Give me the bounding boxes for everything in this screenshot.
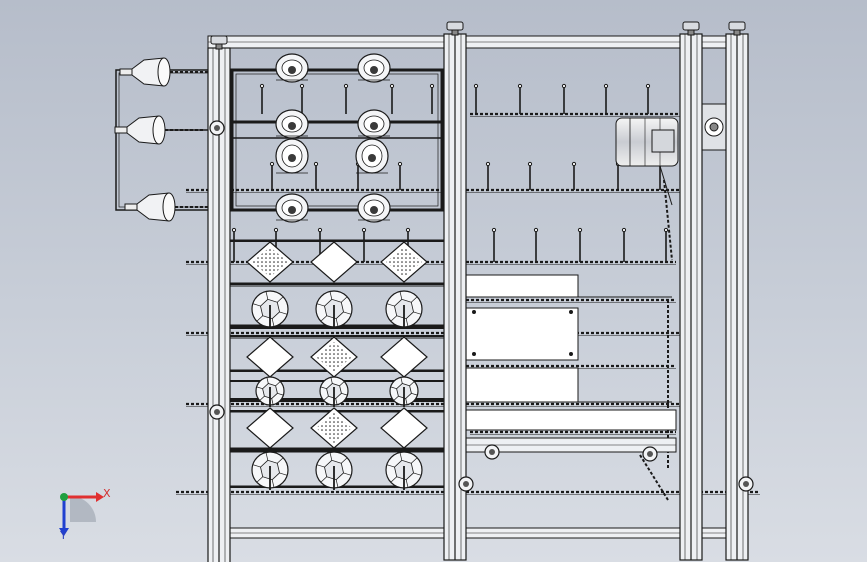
faceted-ball bbox=[251, 451, 289, 490]
diamond-panel bbox=[246, 407, 294, 449]
hook bbox=[473, 83, 479, 114]
faceted-ball bbox=[389, 376, 419, 407]
hook bbox=[615, 161, 621, 190]
faceted-ball bbox=[251, 290, 289, 329]
shelf-bar bbox=[230, 448, 444, 452]
diamond-panel bbox=[310, 336, 358, 378]
hook bbox=[485, 161, 491, 190]
hook bbox=[429, 83, 435, 114]
hook bbox=[343, 83, 349, 114]
bottom-right-conveyor bbox=[465, 437, 677, 453]
filter-disc bbox=[357, 193, 391, 223]
upright-post bbox=[725, 21, 749, 561]
hook bbox=[621, 227, 627, 262]
filter-discs bbox=[275, 53, 391, 223]
chain-segment bbox=[663, 179, 673, 261]
y-axis-label: Y bbox=[60, 529, 67, 542]
hook bbox=[561, 83, 567, 114]
hook bbox=[397, 161, 403, 190]
hook bbox=[491, 227, 497, 262]
hook bbox=[517, 83, 523, 114]
hook bbox=[571, 161, 577, 190]
hook bbox=[389, 83, 395, 114]
upper-inner-frame bbox=[230, 68, 444, 212]
lamp-housings bbox=[114, 57, 213, 222]
faceted-ball bbox=[319, 376, 349, 407]
faceted-ball bbox=[385, 451, 423, 490]
hook bbox=[533, 227, 539, 262]
hook bbox=[603, 83, 609, 114]
top-rail bbox=[207, 35, 749, 49]
faceted-ball bbox=[255, 376, 285, 407]
faceted-balls bbox=[251, 290, 423, 490]
pulley bbox=[738, 476, 754, 492]
lamp-housing bbox=[124, 192, 213, 222]
chain-row bbox=[176, 490, 680, 495]
upright-post bbox=[207, 35, 231, 562]
filter-disc bbox=[357, 53, 391, 83]
pulley bbox=[642, 446, 658, 462]
chain-row bbox=[466, 298, 676, 303]
diamond-panels bbox=[246, 241, 428, 449]
x-axis-label: X bbox=[103, 487, 111, 500]
lamp-housing bbox=[119, 57, 208, 87]
filter-disc bbox=[355, 138, 389, 174]
hook bbox=[527, 161, 533, 190]
diamond-panel bbox=[310, 407, 358, 449]
shelf-bar bbox=[230, 240, 444, 242]
lamp-housing bbox=[114, 115, 203, 145]
diamond-panel bbox=[380, 241, 428, 283]
chain-row bbox=[186, 402, 680, 407]
pulley bbox=[484, 444, 500, 460]
pulleys bbox=[209, 120, 754, 492]
axis-triad bbox=[59, 492, 104, 536]
chain-row bbox=[470, 260, 676, 265]
chain-row bbox=[470, 430, 676, 435]
hook bbox=[259, 83, 265, 114]
bottom-rail bbox=[207, 527, 749, 539]
chain-row bbox=[186, 188, 680, 193]
hook bbox=[577, 227, 583, 262]
faceted-ball bbox=[315, 290, 353, 329]
upright-post bbox=[443, 21, 467, 561]
diamond-panel bbox=[310, 241, 358, 283]
hook bbox=[299, 83, 305, 114]
hook bbox=[361, 227, 367, 262]
chain-row bbox=[470, 112, 680, 117]
pulley bbox=[209, 120, 225, 136]
pulley bbox=[458, 476, 474, 492]
hook bbox=[313, 161, 319, 190]
filter-disc bbox=[275, 193, 309, 223]
chain-segment bbox=[639, 454, 669, 501]
right-panels bbox=[465, 274, 677, 431]
diamond-panel bbox=[380, 407, 428, 449]
hook bbox=[231, 227, 237, 262]
faceted-ball bbox=[315, 451, 353, 490]
hook bbox=[269, 161, 275, 190]
hook bbox=[663, 227, 669, 262]
faceted-ball bbox=[385, 290, 423, 329]
upright-post bbox=[679, 21, 703, 561]
filter-disc bbox=[275, 53, 309, 83]
drive-motor bbox=[615, 117, 679, 206]
pulley bbox=[209, 404, 225, 420]
filter-disc bbox=[357, 109, 391, 139]
gearbox bbox=[699, 103, 729, 151]
filter-disc bbox=[275, 138, 309, 174]
filter-disc bbox=[275, 109, 309, 139]
diamond-panel bbox=[246, 241, 294, 283]
shelf-bar bbox=[230, 283, 444, 285]
hook bbox=[645, 83, 651, 114]
shelf-bar bbox=[230, 335, 444, 337]
